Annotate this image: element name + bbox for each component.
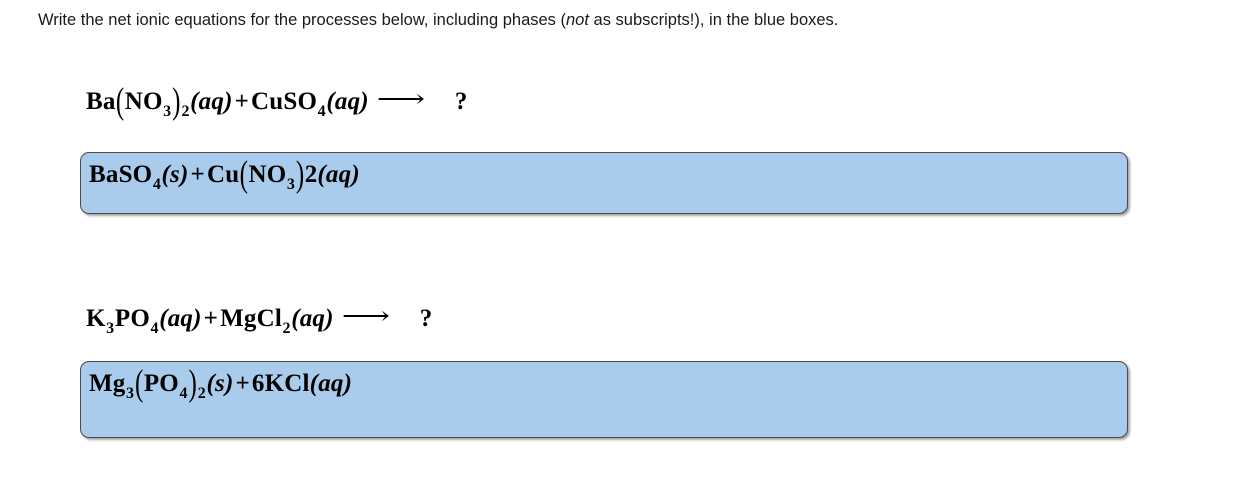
phase-label: (aq) (326, 88, 369, 115)
plus-operator: + (234, 88, 250, 115)
answer-text-2[interactable]: Mg3(PO4)2(s)+6KCl(aq) (89, 364, 353, 411)
reactant-1: Ba(NO3)2(aq) (86, 81, 233, 123)
phase-label: (s) (161, 161, 189, 188)
instruction-part-2: as subscripts!), in the blue boxes. (588, 11, 839, 29)
product-1: Mg3(PO4)2(s) (89, 364, 234, 405)
instruction-part-1: Write the net ionic equations for the pr… (38, 11, 566, 29)
phase-label: (s) (206, 370, 234, 397)
equation-prompt-1: Ba(NO3)2(aq)+CuSO4(aq) ⟶? (86, 81, 468, 123)
answer-box-2[interactable]: Mg3(PO4)2(s)+6KCl(aq) (80, 361, 1128, 438)
equation-prompt-2: K3PO4(aq)+MgCl2(aq) ⟶? (86, 303, 432, 338)
phase-label: (aq) (309, 370, 353, 397)
plus-operator: + (235, 370, 250, 397)
paren-close-icon: ) (188, 363, 197, 405)
plus-operator: + (203, 305, 219, 332)
reaction-arrow-icon: ⟶ (376, 86, 426, 113)
question-mark: ? (454, 88, 468, 115)
product-1: BaSO4(s) (89, 161, 189, 193)
phase-label: (aq) (190, 88, 233, 115)
reactant-2: MgCl2(aq) (220, 305, 334, 337)
product-2: 6KCl(aq) (251, 370, 353, 397)
instruction-emphasis: not (566, 11, 589, 29)
answer-box-1[interactable]: BaSO4(s)+Cu(NO3)2(aq) (80, 152, 1128, 214)
plus-operator: + (190, 161, 205, 188)
phase-label: (aq) (159, 305, 202, 332)
paren-close-icon: ) (295, 154, 305, 196)
phase-label: (aq) (291, 305, 334, 332)
instruction-text: Write the net ionic equations for the pr… (38, 10, 1203, 31)
reactant-2: CuSO4(aq) (251, 88, 369, 120)
paren-open-icon: ( (135, 363, 144, 405)
answer-text-1[interactable]: BaSO4(s)+Cu(NO3)2(aq) (89, 155, 360, 202)
product-2: Cu(NO3)2(aq) (207, 155, 360, 196)
paren-open-icon: ( (239, 154, 249, 196)
reactant-1: K3PO4(aq) (86, 305, 202, 337)
phase-label: (aq) (317, 161, 360, 188)
paren-close-icon: ) (172, 81, 181, 123)
paren-open-icon: ( (115, 81, 125, 123)
question-mark: ? (419, 305, 433, 332)
reaction-arrow-icon: ⟶ (341, 303, 391, 330)
